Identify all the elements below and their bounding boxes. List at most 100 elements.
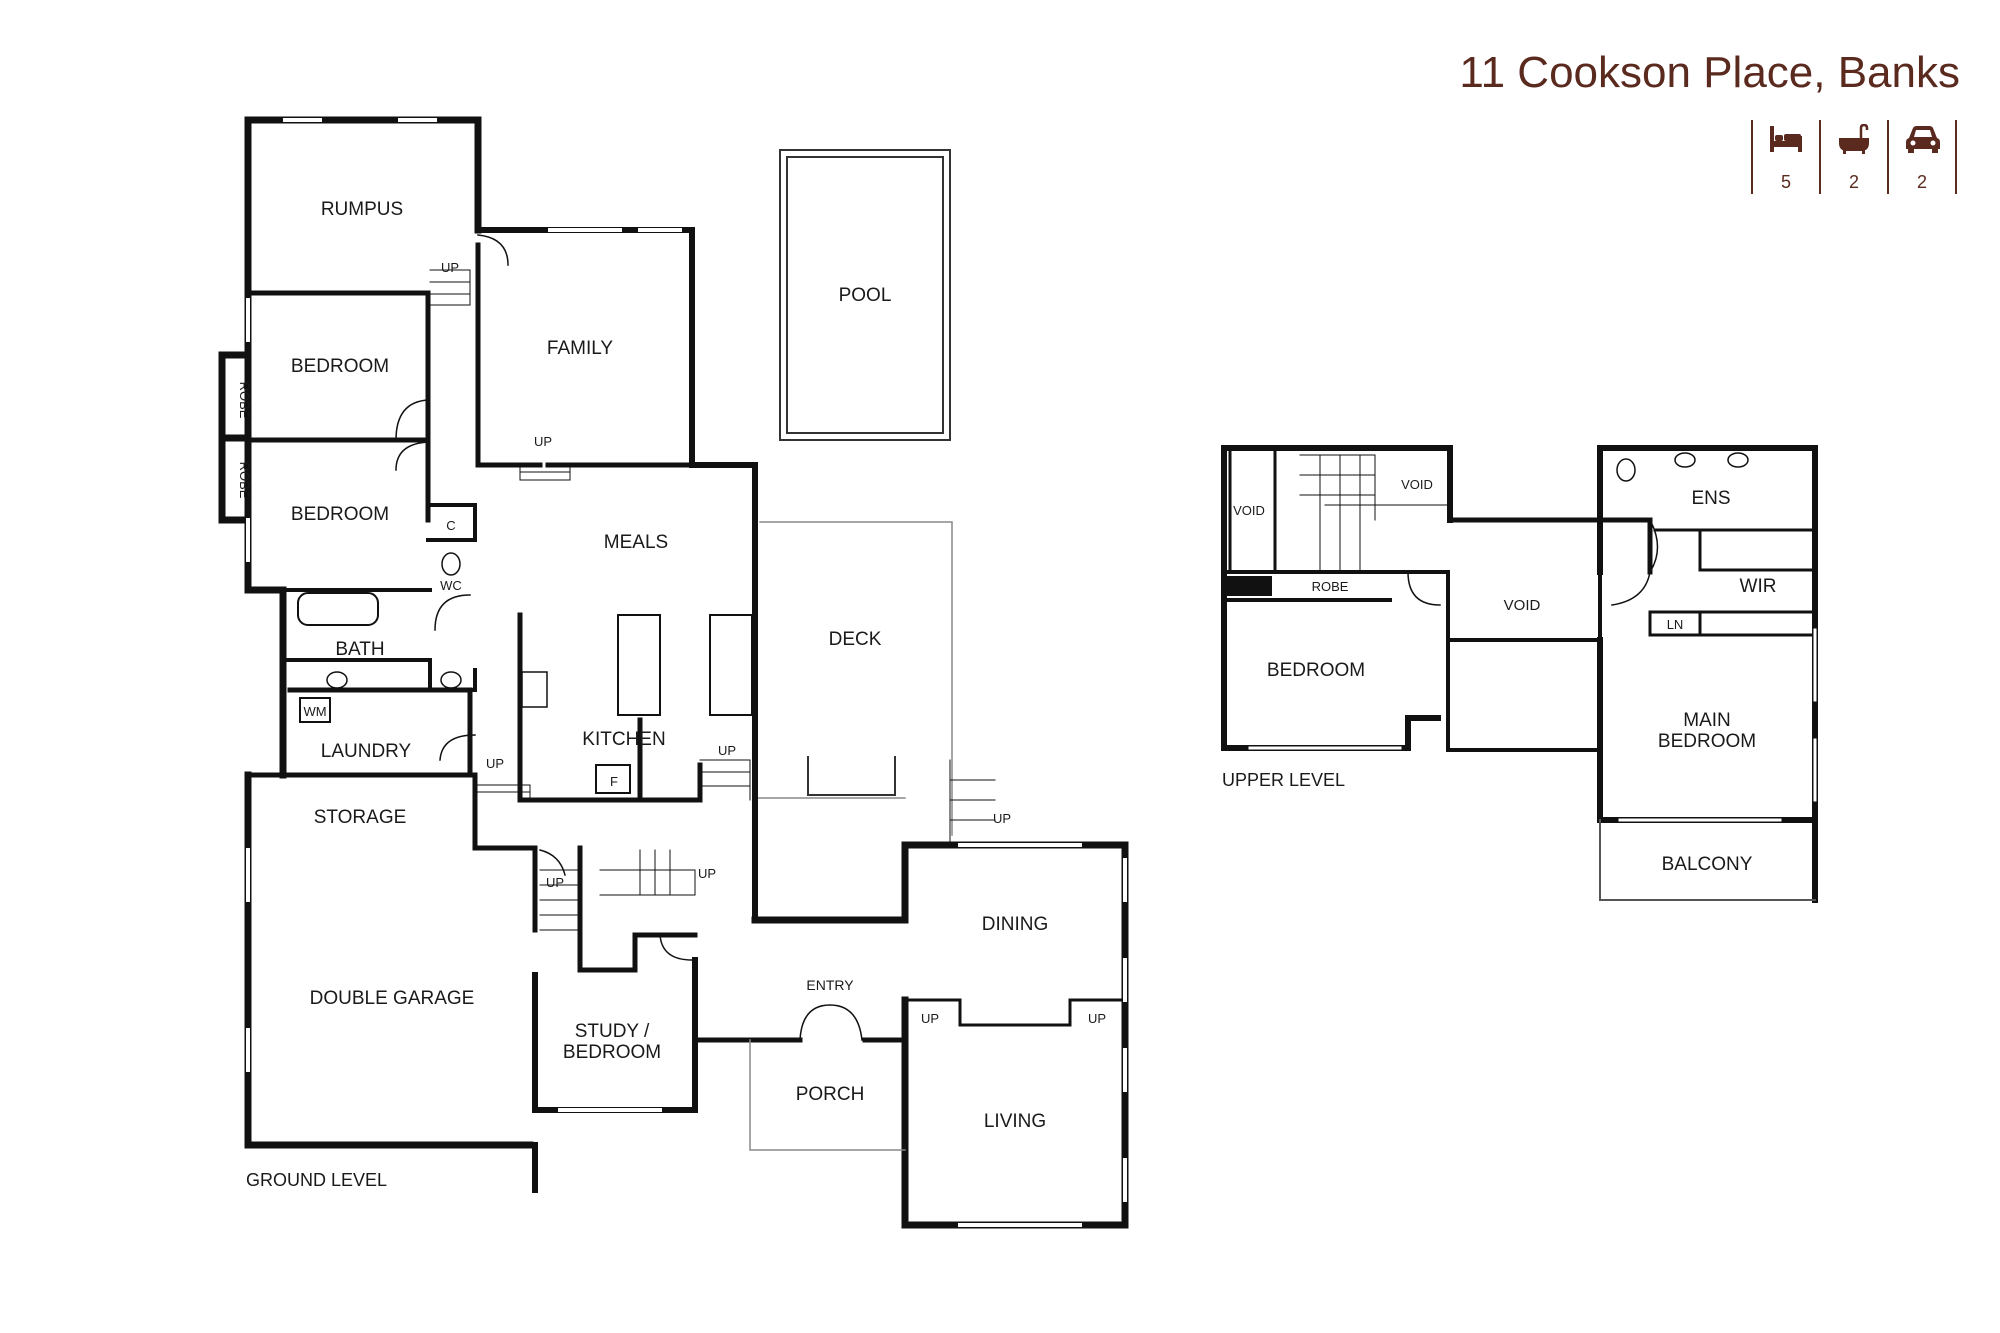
bedroom-count: 5: [1780, 172, 1791, 192]
upper-bedroom-label: BEDROOM: [1267, 660, 1365, 681]
door-swing-entry: [799, 1004, 863, 1041]
upper-west-wing-walls: [1221, 445, 1441, 751]
stair-main: [599, 849, 696, 896]
kitchen-island: [617, 614, 661, 716]
kitchen-label: KITCHEN: [582, 729, 665, 750]
main-bedroom-label-line2: BEDROOM: [1658, 731, 1756, 752]
upper-level-labels: VOID VOID ROBE VOID BEDROOM ENS WIR LN M…: [1222, 477, 1776, 875]
upper-void-left-walls: [1228, 446, 1277, 574]
closet-walls: [426, 503, 477, 542]
wm-label: WM: [303, 704, 326, 719]
door-swing-rumpus: [477, 234, 509, 266]
upper-basin-1: [1674, 452, 1696, 468]
upper-basin-2: [1727, 452, 1749, 468]
door-swing-study: [659, 934, 693, 961]
wc-label: WC: [440, 578, 462, 593]
stair-family: [519, 464, 571, 481]
upper-toilet: [1616, 458, 1636, 482]
bathrooms-feature: 2: [1819, 120, 1887, 194]
stair-up-label: UP: [486, 756, 504, 771]
entry-label: ENTRY: [806, 977, 854, 993]
toilet: [441, 552, 461, 576]
upper-robe-label: ROBE: [1312, 579, 1349, 594]
basin: [440, 671, 462, 689]
family-label: FAMILY: [547, 338, 613, 359]
upper-void-label: VOID: [1401, 477, 1433, 492]
deck-label: DECK: [829, 629, 882, 650]
upper-ln-box: [1648, 610, 1817, 637]
kitchen-bench-walls: [517, 612, 703, 803]
kitchen-bench-right: [709, 614, 753, 716]
study-label-line1: STUDY /: [575, 1021, 650, 1042]
closet-label: C: [446, 518, 455, 533]
upper-balcony-outline: [1599, 819, 1816, 901]
stair-garage: [539, 869, 581, 931]
stair-walls: [577, 845, 698, 973]
stair-laundry: [474, 784, 531, 801]
car-icon: [1906, 126, 1940, 153]
living-label: LIVING: [984, 1111, 1046, 1132]
upper-void-label: VOID: [1504, 597, 1541, 614]
west-wall: [244, 116, 287, 779]
dining-living-walls: [751, 841, 1129, 1229]
family-south-wall: [475, 242, 695, 468]
stair-up-label: UP: [441, 260, 459, 275]
bedroom-label: BEDROOM: [291, 504, 389, 525]
robe-label: ROBE: [237, 382, 252, 419]
storage-label: STORAGE: [314, 807, 407, 828]
bathtub: [297, 592, 379, 626]
laundry-label: LAUNDRY: [321, 741, 412, 762]
garage-walls: [244, 771, 534, 1149]
bed-icon: [1770, 126, 1802, 152]
stair-up-label: UP: [698, 866, 716, 881]
linen-label: LN: [1667, 617, 1684, 632]
bathroom-count: 2: [1848, 172, 1859, 192]
basin-bath: [326, 671, 348, 689]
upper-hall-top: [1447, 517, 1653, 575]
double-garage-label: DOUBLE GARAGE: [310, 988, 475, 1009]
ground-level-plan: [218, 116, 1129, 1229]
upper-door-hall: [1648, 518, 1659, 574]
parking-feature: 2: [1887, 120, 1957, 194]
upper-level-plan: [1221, 445, 1818, 903]
listing-header: 11 Cookson Place, Banks 5 2: [1300, 48, 1960, 208]
upper-east-wing-walls: [1597, 445, 1818, 903]
bedrooms-feature: 5: [1751, 120, 1819, 194]
storage-walls: [472, 772, 538, 933]
family-east-wall: [475, 227, 758, 923]
bedroom-partition-walls: [245, 290, 431, 523]
robe-walls: [218, 351, 252, 524]
study-walls: [532, 957, 698, 1193]
deck-outline: [759, 521, 953, 836]
wir-label: WIR: [1740, 576, 1777, 597]
stair-rumpus: [429, 269, 471, 306]
upper-robe-walls: [1222, 570, 1450, 602]
door-swing-bedroom-2: [395, 441, 429, 471]
fridge-label: F: [610, 774, 618, 789]
upper-ens-wir-walls: [1648, 518, 1817, 614]
upper-robe-fill: [1226, 576, 1272, 596]
deck-bench: [807, 756, 896, 796]
property-features: 5 2 2: [1751, 120, 1957, 194]
study-label-line2: BEDROOM: [563, 1042, 661, 1063]
door-swing-wc: [434, 594, 471, 631]
stair-up-label: UP: [534, 434, 552, 449]
robe-label: ROBE: [237, 462, 252, 499]
dining-label: DINING: [982, 914, 1049, 935]
upper-void-label: VOID: [1233, 503, 1265, 518]
stair-up-label: UP: [718, 743, 736, 758]
meals-label: MEALS: [604, 532, 668, 553]
ensuite-label: ENS: [1691, 488, 1730, 509]
laundry-walls: [245, 687, 473, 778]
upper-windows: [1248, 628, 1817, 822]
bath-label: BATH: [335, 639, 384, 660]
door-swing-bedroom-1: [395, 399, 429, 441]
fridge-box: [595, 764, 631, 794]
stair-up-label: UP: [1088, 1011, 1106, 1026]
rumpus-wall-top: [244, 116, 482, 234]
stair-up-label: UP: [546, 875, 564, 890]
bedroom-label: BEDROOM: [291, 356, 389, 377]
stair-up-label: UP: [921, 1011, 939, 1026]
bath-icon: [1839, 124, 1869, 154]
